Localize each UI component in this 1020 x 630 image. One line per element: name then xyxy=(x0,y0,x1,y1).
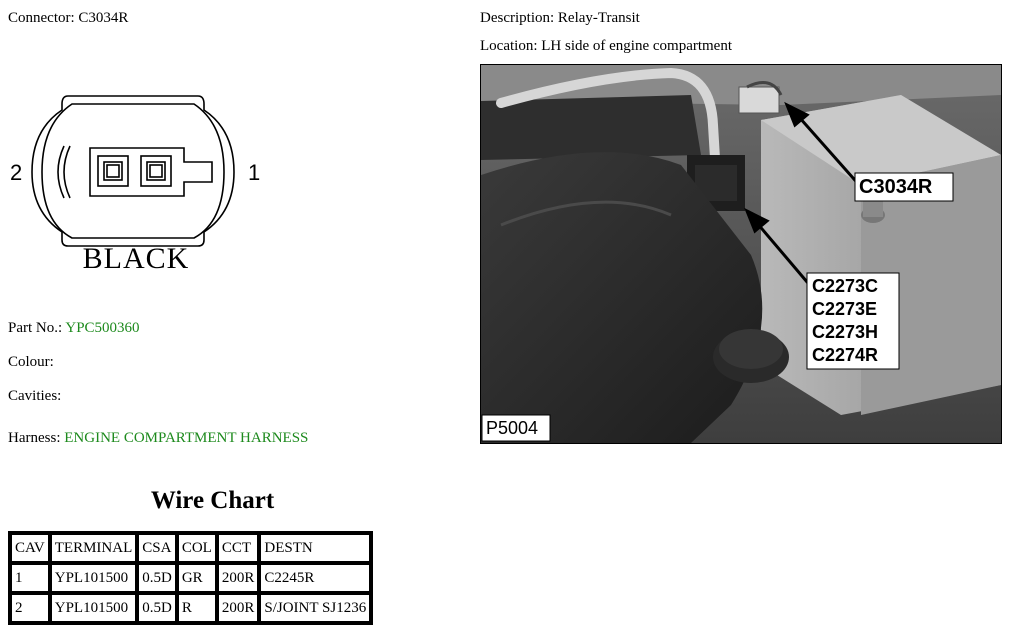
cell-col: GR xyxy=(176,563,217,593)
pin-label-right: 1 xyxy=(248,160,260,185)
callout-line: C2274R xyxy=(812,345,879,365)
table-row: 1 YPL101500 0.5D GR 200R C2245R xyxy=(10,563,372,593)
cell-cav: 1 xyxy=(10,563,50,593)
cavities-label: Cavities: xyxy=(8,388,62,404)
wire-chart-table: CAV TERMINAL CSA COL CCT DESTN 1 YPL1015… xyxy=(8,531,374,625)
location-value: LH side of engine compartment xyxy=(541,38,733,54)
harness-line: Harness: ENGINE COMPARTMENT HARNESS xyxy=(8,430,308,447)
cell-csa: 0.5D xyxy=(137,593,177,623)
cell-destn: S/JOINT SJ1236 xyxy=(259,593,372,623)
header-csa: CSA xyxy=(137,533,177,563)
cell-cct: 200R xyxy=(216,563,260,593)
connector-line: Connector: C3034R xyxy=(8,10,128,27)
cell-terminal: YPL101500 xyxy=(49,563,138,593)
header-terminal: TERMINAL xyxy=(49,533,138,563)
cell-destn: C2245R xyxy=(259,563,372,593)
description-line: Description: Relay-Transit xyxy=(480,10,640,27)
location-line: Location: LH side of engine compartment xyxy=(480,38,732,55)
location-label: Location: xyxy=(480,38,538,54)
callout-c3034r: C3034R xyxy=(859,176,933,198)
connector-id: C3034R xyxy=(78,10,129,26)
connector-label: Connector: xyxy=(8,10,75,26)
location-photo: C3034R C2273C C2273E C2273H C2274R P5004 xyxy=(480,64,1002,444)
colour-label: Colour: xyxy=(8,354,54,370)
cell-terminal: YPL101500 xyxy=(49,593,138,623)
table-header-row: CAV TERMINAL CSA COL CCT DESTN xyxy=(10,533,372,563)
engine-bay-illustration xyxy=(481,65,1001,443)
cell-cct: 200R xyxy=(216,593,260,623)
callout-line: C2273H xyxy=(812,322,879,342)
table-row: 2 YPL101500 0.5D R 200R S/JOINT SJ1236 xyxy=(10,593,372,623)
connector-colour-text: BLACK xyxy=(83,242,190,275)
cell-cav: 2 xyxy=(10,593,50,623)
header-destn: DESTN xyxy=(259,533,372,563)
header-col: COL xyxy=(176,533,217,563)
photo-id: P5004 xyxy=(486,418,539,438)
part-no-label: Part No.: xyxy=(8,320,63,336)
callout-line: C2273E xyxy=(812,299,878,319)
description-value: Relay-Transit xyxy=(557,10,640,26)
connector-face-diagram: 2 1 BLACK xyxy=(10,95,260,275)
description-label: Description: xyxy=(480,10,555,26)
cavities-line: Cavities: xyxy=(8,388,61,405)
colour-line: Colour: xyxy=(8,354,54,371)
part-no-link[interactable]: YPC500360 xyxy=(65,320,140,336)
wire-chart-title: Wire Chart xyxy=(150,487,275,514)
pin-label-left: 2 xyxy=(10,160,22,185)
cell-csa: 0.5D xyxy=(137,563,177,593)
harness-link[interactable]: ENGINE COMPARTMENT HARNESS xyxy=(64,430,309,446)
cell-col: R xyxy=(176,593,217,623)
header-cav: CAV xyxy=(10,533,50,563)
callout-line: C2273C xyxy=(812,276,879,296)
callout-group: C2273C C2273E C2273H C2274R xyxy=(812,275,878,367)
header-cct: CCT xyxy=(216,533,260,563)
harness-label: Harness: xyxy=(8,430,61,446)
part-no-line: Part No.: YPC500360 xyxy=(8,320,140,337)
